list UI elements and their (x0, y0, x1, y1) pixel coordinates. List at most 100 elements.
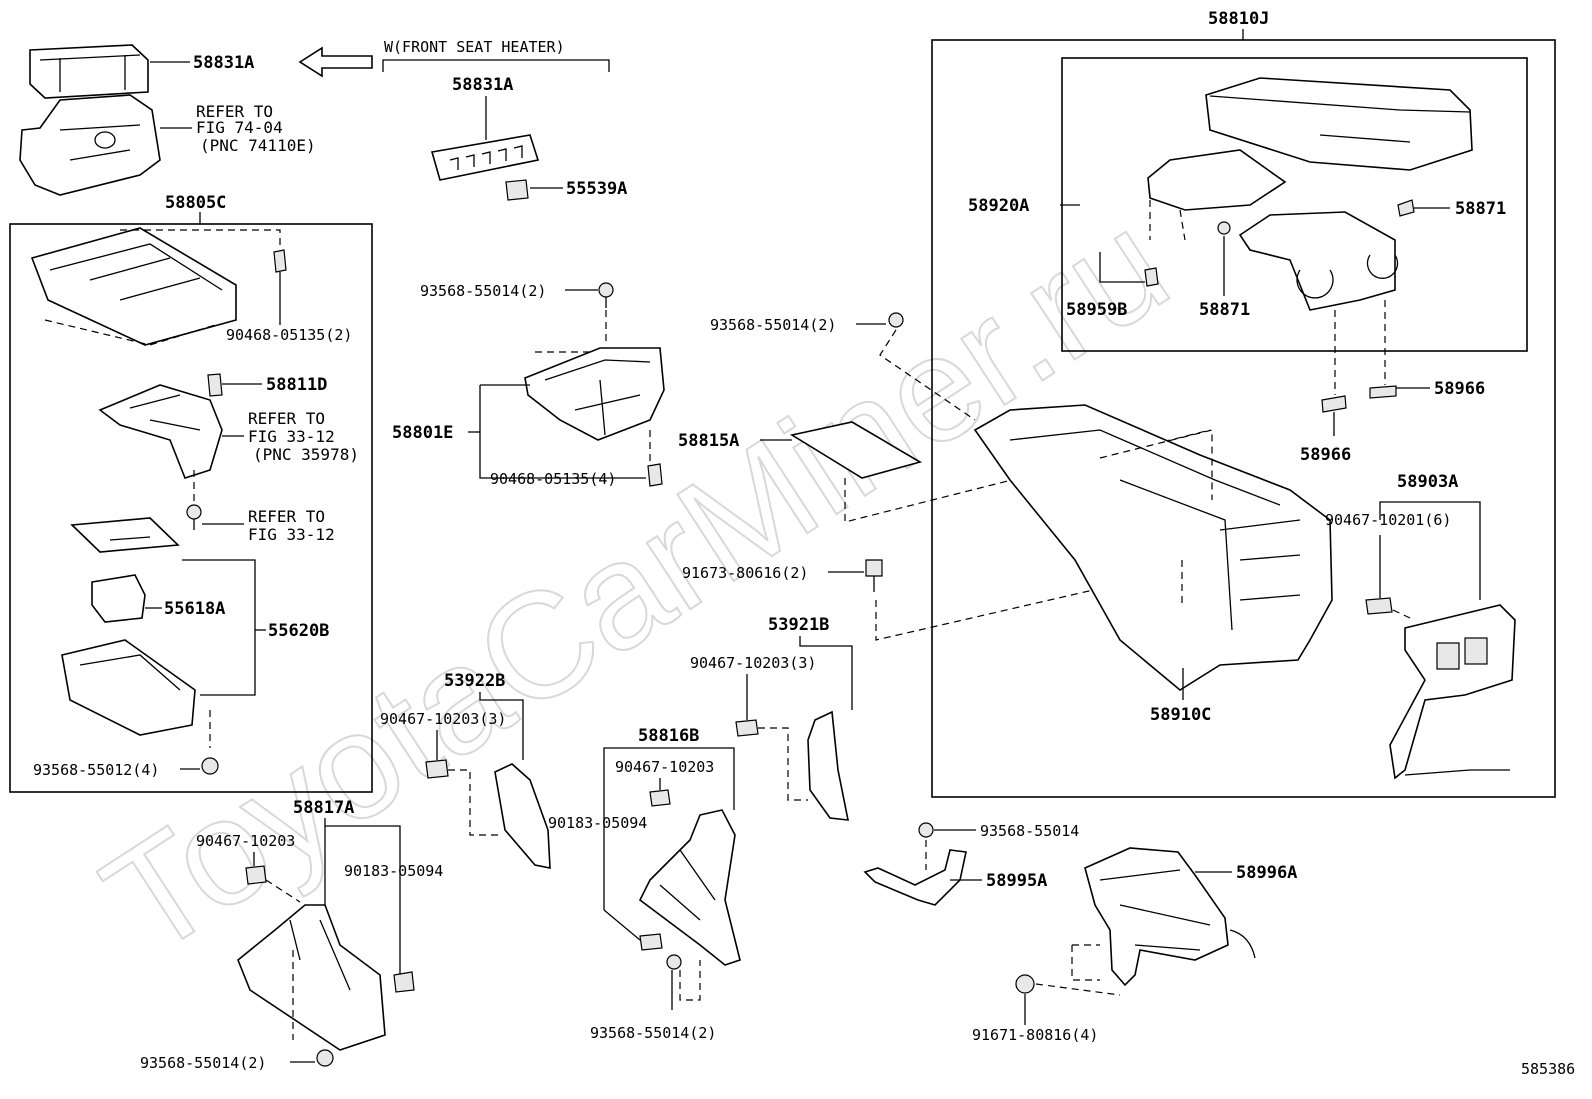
part-bolt-91673 (865, 559, 883, 592)
part-hinge-lower (1238, 211, 1399, 311)
part-58995A-bracket (863, 849, 967, 906)
label-58920A: 58920A (968, 196, 1029, 216)
part-58871-pin-a (1397, 199, 1415, 217)
part-58966-clip-a (1321, 395, 1347, 413)
label-refer-3312b-line2: FIG 33-12 (248, 525, 335, 544)
part-58801E-bracket (524, 347, 665, 441)
label-93568-55014: 93568-55014 (980, 822, 1079, 840)
label-58805C: 58805C (165, 193, 226, 213)
part-58811D-clip (207, 373, 223, 397)
part-58966-clip-b (1369, 385, 1397, 399)
part-clip-58817A (245, 865, 267, 885)
label-58871-b: 58871 (1199, 300, 1250, 320)
label-58831A-left: 58831A (193, 53, 254, 73)
part-clip-58816B (649, 789, 671, 807)
label-refer-3312b-line1: REFER TO (248, 507, 325, 526)
part-53922B-side-cover (494, 763, 551, 869)
part-clip-90468-b (647, 463, 663, 487)
label-90467-10203-left: 90467-10203 (196, 832, 295, 850)
part-clip-58817A-b (393, 971, 415, 993)
part-53921B-side-cover (807, 710, 849, 821)
label-91671-80816-4: 91671-80816(4) (972, 1026, 1098, 1044)
part-clip-58816B-b (639, 933, 663, 951)
part-screw-left (186, 504, 202, 530)
label-58996A: 58996A (1236, 863, 1297, 883)
label-53921B: 53921B (768, 615, 829, 635)
part-clip-90467-10201 (1365, 597, 1393, 615)
figure-number: 585386 (1521, 1060, 1575, 1078)
label-58966-a: 58966 (1434, 379, 1485, 399)
part-58816B-bracket (638, 809, 741, 966)
part-tray-box (61, 639, 196, 736)
part-clip-53922B (425, 759, 449, 779)
group-box-58805C (9, 223, 373, 793)
label-90467-10203-3-a: 90467-10203(3) (380, 710, 506, 728)
label-93568-55014-2-b: 93568-55014(2) (710, 316, 836, 334)
label-90183-05094-mid: 90183-05094 (548, 814, 647, 832)
part-screw-58817A (316, 1049, 334, 1067)
watermark: ToyotaCarMiner.ru (76, 178, 1195, 986)
part-tray-lid (70, 517, 180, 553)
part-55618A (91, 574, 146, 623)
label-refer-74-line3: (PNC 74110E) (200, 136, 316, 155)
label-90467-10203-mid: 90467-10203 (615, 758, 714, 776)
part-55539A-connector (505, 179, 529, 201)
label-90183-05094-left: 90183-05094 (344, 862, 443, 880)
label-refer-3312a-line3: (PNC 35978) (253, 445, 359, 464)
part-58817A-side-panel (237, 904, 386, 1051)
part-screw-58801E (598, 282, 614, 308)
label-93568-55012-4: 93568-55012(4) (33, 761, 159, 779)
label-58816B: 58816B (638, 726, 699, 746)
part-58831A-switch-bezel (29, 44, 149, 99)
part-hinge-upper (1147, 149, 1287, 211)
label-58815A: 58815A (678, 431, 739, 451)
part-bolt-91671 (1015, 974, 1035, 994)
part-58871-pin-b (1217, 221, 1231, 235)
label-58903A: 58903A (1397, 472, 1458, 492)
part-shift-bracket (98, 384, 223, 479)
label-58817A: 58817A (293, 798, 354, 818)
label-58871-a: 58871 (1455, 199, 1506, 219)
label-front-seat-heater: W(FRONT SEAT HEATER) (384, 38, 565, 56)
label-53922B: 53922B (444, 671, 505, 691)
part-58831A-switch (430, 134, 540, 181)
label-58910C: 58910C (1150, 705, 1211, 725)
label-90467-10201-6: 90467-10201(6) (1325, 511, 1451, 529)
part-armrest-lid (1205, 77, 1473, 171)
part-screw-58816B (666, 954, 682, 970)
label-55618A: 55618A (164, 599, 225, 619)
label-93568-55014-2-c: 93568-55014(2) (590, 1024, 716, 1042)
label-90468-05135-2: 90468-05135(2) (226, 326, 352, 344)
label-refer-3312a-line1: REFER TO (248, 409, 325, 428)
part-58815A-mat (789, 421, 923, 479)
part-screw-93568-55014 (918, 822, 934, 838)
label-58995A: 58995A (986, 871, 1047, 891)
label-58810J: 58810J (1208, 9, 1269, 29)
part-clip-90468 (273, 249, 287, 273)
label-55539A: 55539A (566, 179, 627, 199)
arrow-left-icon (298, 46, 373, 78)
label-refer-3312a-line2: FIG 33-12 (248, 427, 335, 446)
part-screw-58815A (888, 312, 904, 328)
part-console-frame (19, 94, 161, 196)
label-93568-55014-2-d: 93568-55014(2) (140, 1054, 266, 1072)
part-shift-panel (30, 227, 237, 346)
part-58910C-console-box (973, 404, 1333, 691)
label-91673-80616-2: 91673-80616(2) (682, 564, 808, 582)
part-screw-93568-55012 (201, 757, 219, 775)
label-58966-b: 58966 (1300, 445, 1351, 465)
label-58801E: 58801E (392, 423, 453, 443)
part-58996A-frame (1084, 847, 1256, 987)
label-58811D: 58811D (266, 375, 327, 395)
label-55620B: 55620B (268, 621, 329, 641)
label-refer-74-line1: REFER TO (196, 102, 273, 121)
label-58959B: 58959B (1066, 300, 1127, 320)
label-93568-55014-2-a: 93568-55014(2) (420, 282, 546, 300)
part-58959B-pin (1144, 267, 1159, 287)
label-90468-05135-4: 90468-05135(4) (490, 470, 616, 488)
label-90467-10203-3-b: 90467-10203(3) (690, 654, 816, 672)
part-clip-53921B (735, 719, 759, 737)
label-refer-74-line2: FIG 74-04 (196, 118, 283, 137)
label-58831A-mid: 58831A (452, 75, 513, 95)
